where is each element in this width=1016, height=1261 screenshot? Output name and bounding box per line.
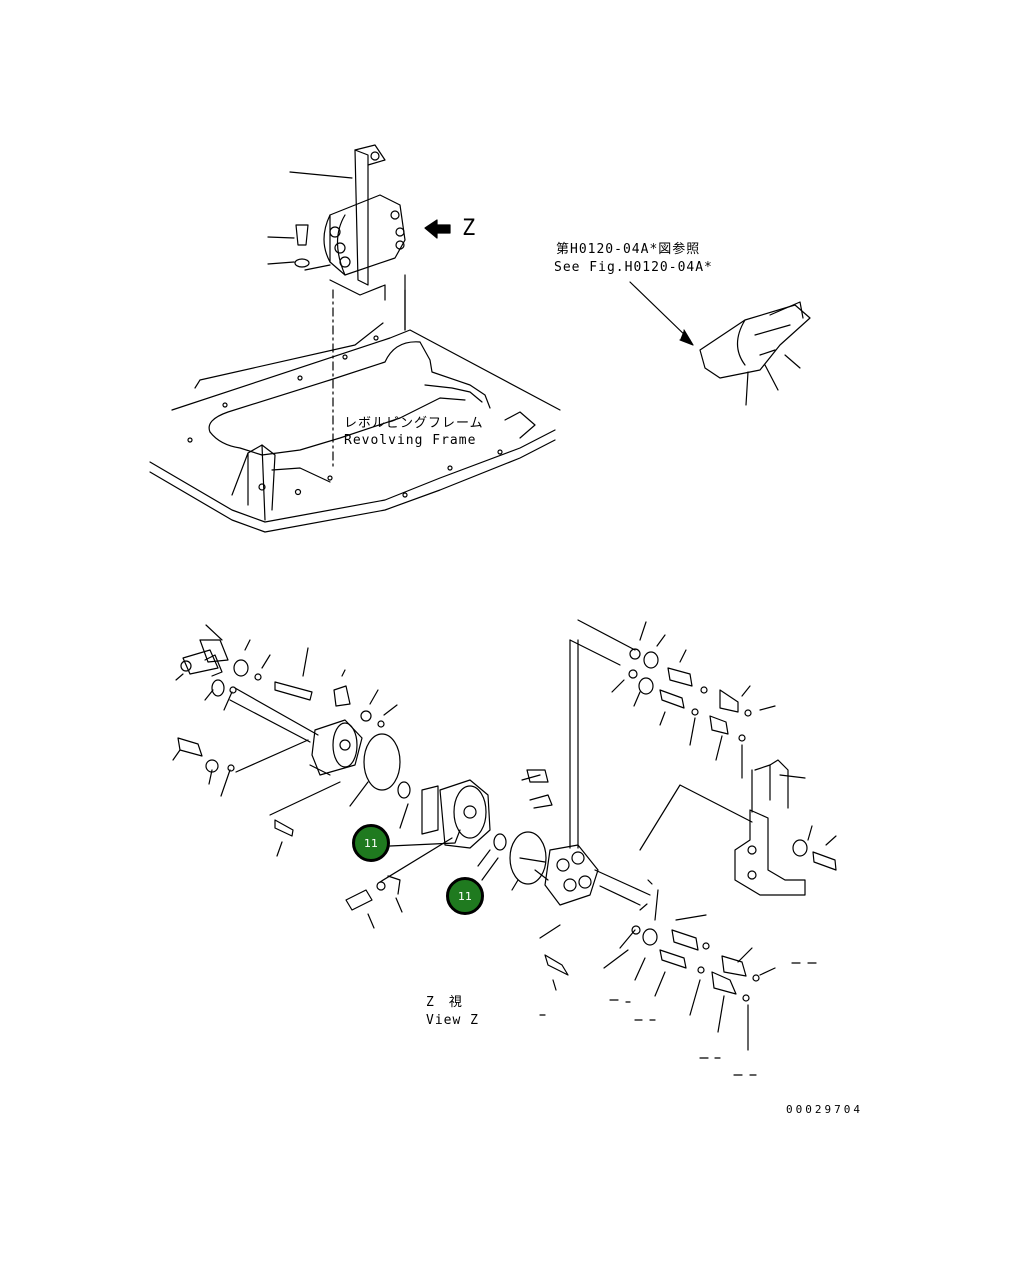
callout-left-leader: [389, 829, 461, 847]
revolving-frame-jp: レボルビングフレーム: [344, 416, 484, 431]
reference-figure-jp: 第H0120-04A*図参照: [556, 242, 701, 257]
view-z-arrow-icon: [424, 219, 451, 239]
callout-11-right[interactable]: 11: [446, 877, 484, 915]
swivel-joint-upper-drawing: [267, 144, 406, 471]
callout-11-left[interactable]: 11: [352, 824, 390, 862]
reference-figure-en: See Fig.H0120-04A*: [554, 260, 713, 275]
callout-right-leader: [481, 857, 499, 881]
revolving-frame-drawing: [149, 274, 561, 533]
view-z-jp: Z 視: [426, 995, 463, 1010]
exploded-view-right-block: [519, 619, 776, 1051]
revolving-frame-en: Revolving Frame: [344, 433, 477, 448]
view-letter-label: Z: [462, 216, 476, 241]
exploded-view-swivel-body: [229, 687, 547, 929]
dash-marks: [539, 962, 817, 1076]
view-z-en: View Z: [426, 1013, 479, 1028]
reference-detail-drawing: [629, 281, 811, 406]
exploded-view-left-fittings: [172, 624, 398, 797]
exploded-view-bracket: [639, 759, 837, 896]
figure-number: 00029704: [786, 1103, 863, 1116]
